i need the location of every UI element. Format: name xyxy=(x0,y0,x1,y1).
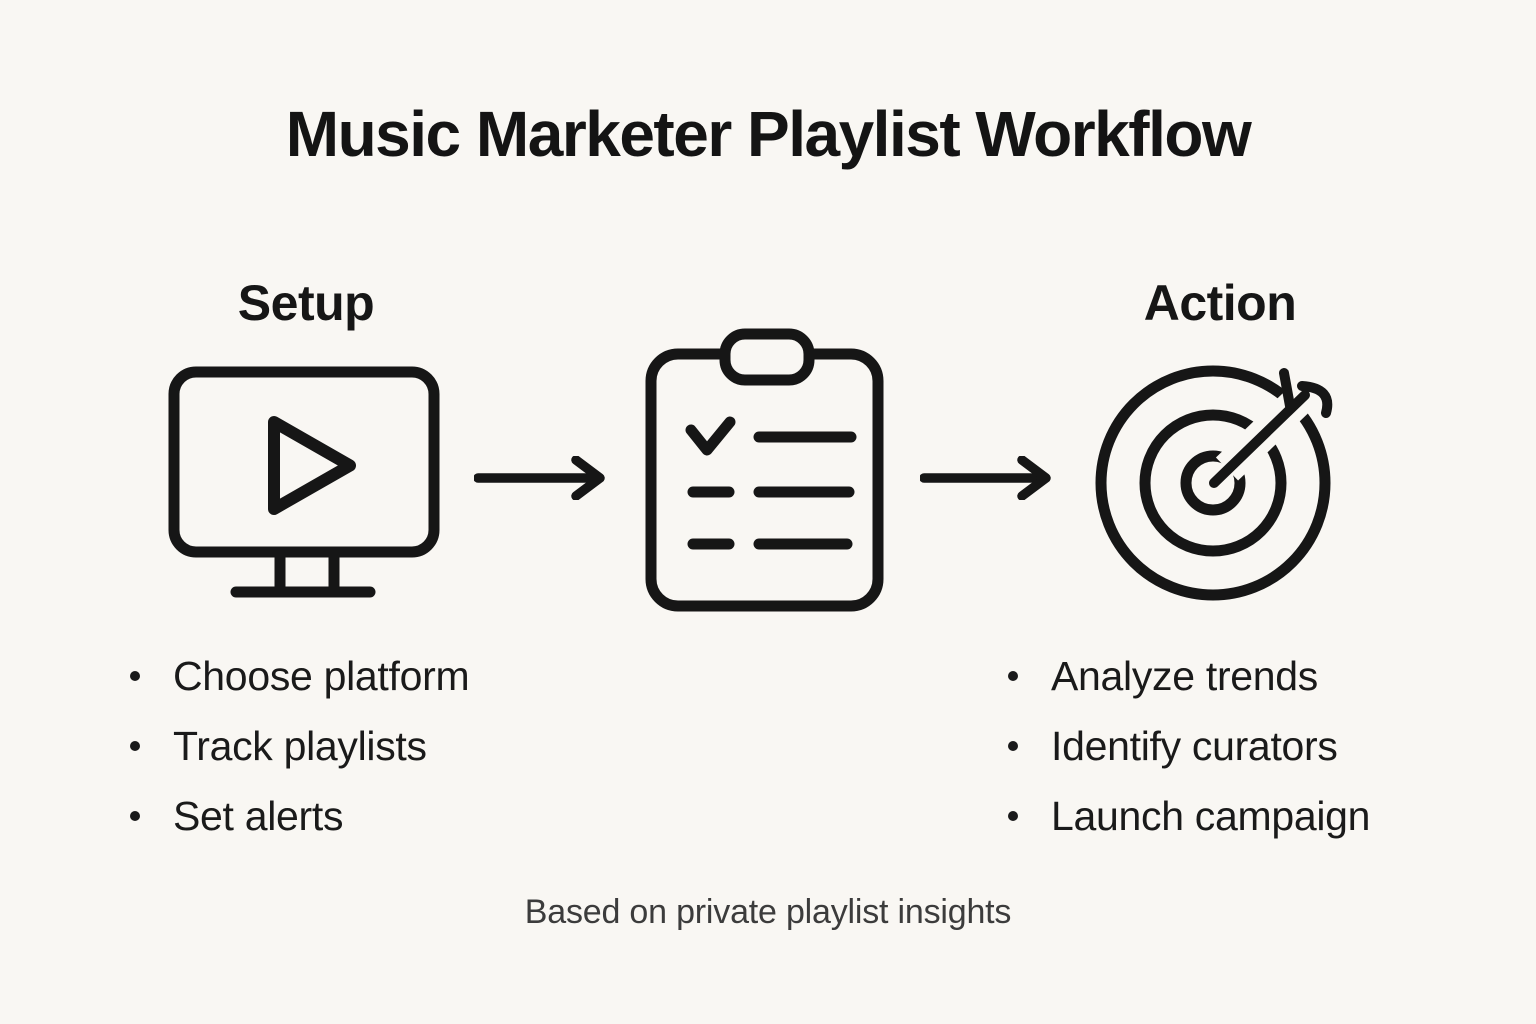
arrow-head xyxy=(1017,456,1051,500)
monitor-play-icon xyxy=(168,366,440,602)
list-item: Track playlists xyxy=(130,711,469,781)
list-item: Choose platform xyxy=(130,641,470,711)
arrow-right-icon xyxy=(920,456,1060,500)
bullet-dot xyxy=(1008,741,1018,751)
list-item-label: Track playlists xyxy=(173,722,427,769)
clipboard-checklist-icon xyxy=(645,328,884,612)
bullet-dot xyxy=(130,671,140,681)
clipboard-board xyxy=(645,348,884,612)
bullet-dot xyxy=(130,741,140,751)
list-item: Set alerts xyxy=(130,781,469,851)
setup-heading: Setup xyxy=(237,275,375,331)
bullet-dot xyxy=(130,811,140,821)
target-ring-middle xyxy=(1139,409,1287,557)
target-ring-inner xyxy=(1180,450,1246,516)
bullet-dot xyxy=(1008,671,1018,681)
footer-note: Based on private playlist insights xyxy=(524,893,1012,931)
setup-list: Choose platform Track playlists Set aler… xyxy=(130,641,470,851)
list-item: Identify curators xyxy=(1008,711,1370,781)
list-item: Analyze trends xyxy=(1008,641,1370,711)
clipboard-clip xyxy=(719,328,815,386)
target-ring-outer xyxy=(1095,365,1331,601)
dart-fletching-right xyxy=(1297,381,1333,418)
action-heading: Action xyxy=(1143,275,1297,331)
page-title: Music Marketer Playlist Workflow xyxy=(285,98,1252,170)
target-dart-icon xyxy=(1093,363,1345,609)
dart-fletching-left xyxy=(1279,368,1295,411)
check-mark xyxy=(685,416,736,456)
list-item: Launch campaign xyxy=(1008,781,1370,851)
action-list: Analyze trends Identify curators Launch … xyxy=(1008,641,1370,851)
list-item-label: Analyze trends xyxy=(1051,652,1319,699)
monitor-stand xyxy=(274,549,340,593)
bullet-dot xyxy=(1008,811,1018,821)
arrow-head xyxy=(571,456,605,500)
list-item-label: Identify curators xyxy=(1051,722,1338,769)
arrow-right-icon xyxy=(474,456,614,500)
monitor-screen xyxy=(168,366,440,558)
play-triangle xyxy=(268,416,356,515)
list-item-label: Set alerts xyxy=(173,792,344,839)
list-item-label: Launch campaign xyxy=(1051,792,1371,839)
list-item-label: Choose platform xyxy=(173,652,470,699)
